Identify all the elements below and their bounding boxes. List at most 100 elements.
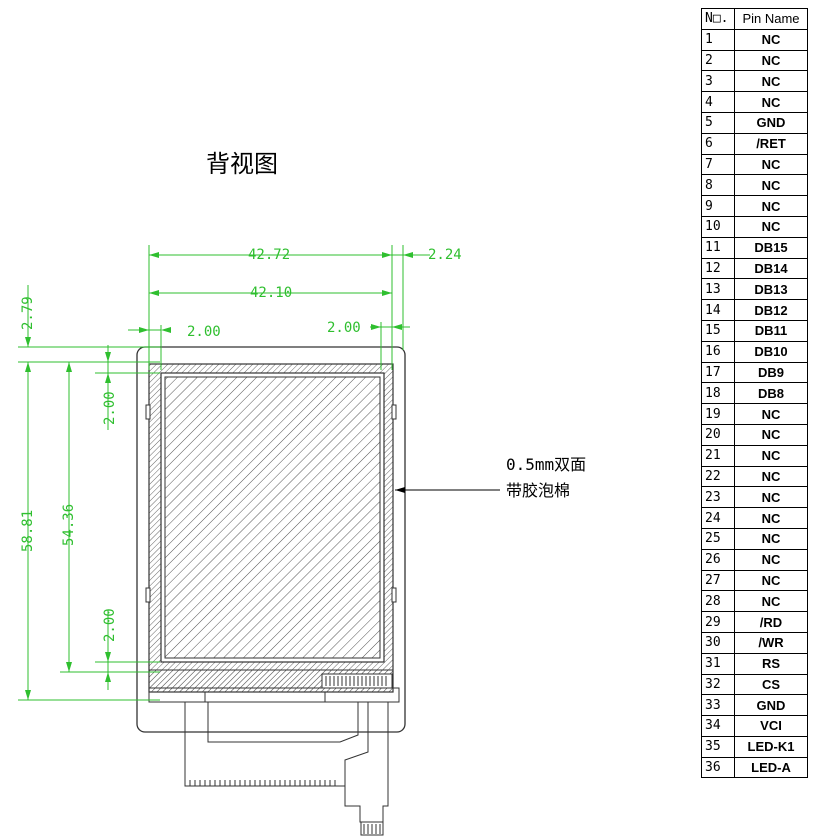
pin-number: 24	[701, 507, 735, 529]
pin-name: GND	[734, 694, 808, 717]
connector-pads	[325, 676, 387, 686]
pin-name: DB11	[734, 319, 808, 342]
pin-number: 29	[701, 611, 735, 633]
pin-number: 4	[701, 91, 735, 113]
pin-number: 1	[701, 28, 735, 51]
header-number: N□.	[701, 8, 735, 30]
pin-number: 35	[701, 735, 735, 758]
pin-name: DB15	[734, 236, 808, 259]
pin-name: GND	[734, 111, 808, 134]
pin-name: /RD	[734, 611, 808, 633]
pin-name: NC	[734, 590, 808, 613]
pin-name: NC	[734, 28, 808, 51]
pin-number: 23	[701, 486, 735, 509]
pin-name: NC	[734, 174, 808, 197]
pin-number: 8	[701, 174, 735, 197]
pin-number: 30	[701, 631, 735, 654]
pin-name: VCI	[734, 715, 808, 737]
pin-name: NC	[734, 195, 808, 217]
dimension-lines	[18, 245, 430, 701]
pin-table-header: N□. Pin Name	[701, 8, 808, 30]
annotation-line-1: 0.5mm双面	[506, 455, 586, 474]
pin-name: DB9	[734, 361, 808, 384]
pin-number: 3	[701, 70, 735, 93]
pin-number: 5	[701, 111, 735, 134]
pin-name: NC	[734, 527, 808, 550]
dim-width-outer: 42.72	[248, 247, 290, 263]
dimension-arrows	[25, 252, 413, 700]
pin-name: NC	[734, 548, 808, 571]
pin-name: DB14	[734, 257, 808, 280]
pin-number: 28	[701, 590, 735, 613]
pin-number: 27	[701, 569, 735, 592]
pin-number: 12	[701, 257, 735, 280]
dim-right-margin: 2.00	[327, 320, 361, 336]
back-view-drawing: 背视图	[18, 150, 586, 836]
dim-height-inner: 54.36	[61, 504, 77, 546]
pin-number: 7	[701, 153, 735, 176]
pin-number: 19	[701, 403, 735, 425]
pin-number: 22	[701, 465, 735, 488]
table-row: 6/RET	[701, 132, 808, 155]
pin-name: RS	[734, 652, 808, 675]
pin-name: NC	[734, 215, 808, 238]
view-title: 背视图	[206, 150, 278, 178]
dim-left-margin: 2.00	[187, 324, 221, 340]
dim-bottom-margin: 2.00	[102, 608, 118, 642]
pin-number: 33	[701, 694, 735, 717]
pin-name: DB10	[734, 340, 808, 363]
fpc-tail	[184, 702, 389, 836]
pin-name: DB8	[734, 382, 808, 405]
pin-name: NC	[734, 465, 808, 488]
table-row: 29/RD	[701, 611, 808, 633]
pin-number: 26	[701, 548, 735, 571]
header-pin-name: Pin Name	[734, 8, 808, 30]
pin-number: 6	[701, 132, 735, 155]
pin-name: NC	[734, 507, 808, 529]
pin-name: NC	[734, 444, 808, 467]
pin-number: 34	[701, 715, 735, 737]
annotation-line-2: 带胶泡棉	[506, 481, 570, 500]
lcd-back-panel	[164, 376, 381, 659]
pin-name: LED-A	[734, 756, 808, 779]
pin-number: 25	[701, 527, 735, 550]
module-outline	[136, 346, 406, 733]
pin-number: 2	[701, 49, 735, 72]
dim-top-offset: 2.79	[20, 296, 36, 330]
pin-number: 10	[701, 215, 735, 238]
pin-number: 16	[701, 340, 735, 363]
pin-name: DB13	[734, 278, 808, 301]
pin-name: NC	[734, 91, 808, 113]
pin-number: 17	[701, 361, 735, 384]
pin-number: 9	[701, 195, 735, 217]
pin-name: DB12	[734, 299, 808, 321]
